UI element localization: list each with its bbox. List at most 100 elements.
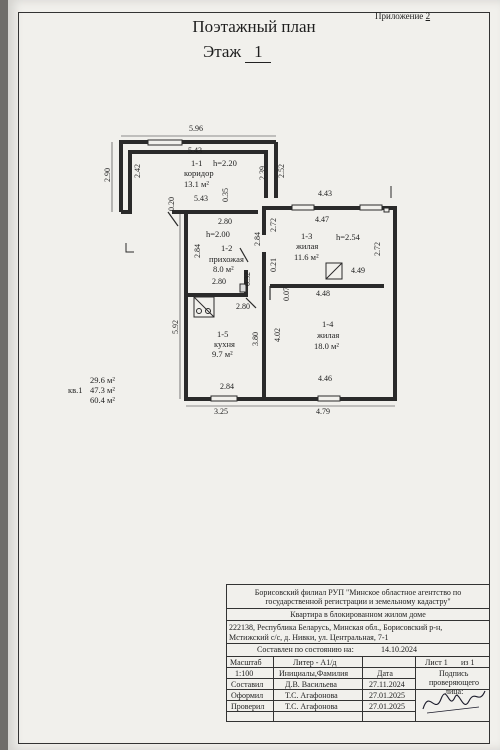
address-line-2: Мстижский с/с, д. Нивки, ул. Центральная… [229, 633, 389, 642]
stove-block [325, 262, 343, 280]
dim-380: 3.80 [251, 332, 260, 346]
col-divider [273, 656, 274, 721]
dim-443: 4.43 [318, 189, 332, 198]
total-area-2: 47.3 м² [90, 385, 115, 395]
room-1-5-area: 9.7 м² [212, 349, 233, 359]
row-divider [227, 678, 415, 679]
dim-543-top: 5.43 [188, 146, 202, 155]
dim-596: 5.96 [189, 124, 203, 133]
page-frame [18, 12, 490, 744]
floor-plan: 5.96 5.43 5.43 2.90 2.42 2.39 2.52 0.20 … [68, 124, 397, 416]
dimension-lines [111, 135, 395, 407]
appendix-text: Приложение [375, 11, 424, 21]
room-1-3-height: h=2.54 [336, 232, 361, 242]
name-checked: Т.С. Агафонова [285, 702, 338, 711]
appendix-label: Приложение 2 [375, 11, 430, 21]
wall-corridor-inner [121, 150, 268, 214]
room-1-2-area: 8.0 м² [213, 264, 234, 274]
row-divider [227, 643, 489, 644]
role-compiled: Составил [231, 680, 264, 689]
signature-label: Подпись [439, 669, 469, 678]
dim-280-b: 2.80 [212, 277, 226, 286]
role-formatted: Оформил [231, 691, 264, 700]
row-divider [227, 608, 489, 609]
title-block: Борисовский филиал РУП "Минское областно… [226, 584, 490, 722]
row-divider [227, 689, 489, 690]
dim-035: 0.35 [221, 188, 230, 202]
floor-number: 1 [245, 42, 272, 63]
door-2 [239, 247, 249, 263]
window-4 [210, 395, 238, 402]
row-divider [227, 620, 489, 621]
room-1-5-number: 1-5 [217, 329, 228, 339]
dim-449: 4.49 [351, 266, 365, 275]
room-1-5-name: кухня [214, 339, 235, 349]
date-label: Дата [377, 669, 393, 678]
signature-label-2: проверяющего [429, 678, 480, 687]
window-2 [291, 204, 315, 211]
dim-447: 4.47 [315, 215, 329, 224]
scale-value: 1:100 [235, 669, 254, 678]
row-divider [227, 656, 489, 657]
burner-2 [205, 308, 211, 314]
row-divider [227, 667, 415, 668]
kitchen-stove [193, 296, 215, 318]
dim-242: 2.42 [133, 164, 142, 178]
date-checked: 27.01.2025 [369, 702, 405, 711]
room-1-2-name: прихожая [209, 254, 244, 264]
total-area-1: 29.6 м² [90, 375, 115, 385]
col-divider [415, 656, 416, 721]
dim-021: 0.21 [269, 258, 278, 272]
dim-284-a: 2.84 [193, 244, 202, 258]
dim-284-c: 2.84 [220, 382, 234, 391]
liter-label: Литер - А1/д [293, 658, 337, 667]
window-6 [383, 207, 390, 213]
initials-label: Инициалы,Фамилия [279, 669, 349, 678]
dim-020: 0.20 [167, 197, 176, 211]
date-compiled: 27.11.2024 [369, 680, 405, 689]
windows [147, 139, 390, 402]
dim-446: 4.46 [318, 374, 332, 383]
row-divider [415, 667, 489, 668]
address-line-1: 222138, Республика Беларусь, Минская обл… [229, 623, 443, 632]
outer-wall-fragment [125, 243, 134, 253]
door-4 [245, 297, 257, 309]
column-block [239, 283, 247, 293]
scale-label: Масштаб [230, 658, 262, 667]
dim-402: 4.02 [273, 328, 282, 342]
signature [422, 690, 486, 714]
composed-date: 14.10.2024 [381, 645, 417, 654]
dim-272-a: 2.72 [269, 218, 278, 232]
room-1-3-area: 11.6 м² [294, 252, 319, 262]
signature-stroke [422, 690, 486, 710]
appendix-number: 2 [425, 11, 431, 21]
composed-label: Составлен по состоянию на: [257, 645, 354, 654]
dim-284-b: 2.84 [253, 232, 262, 246]
wall-corridor-outer [119, 140, 276, 212]
area-totals: 29.6 м² кв.1 47.3 м² 60.4 м² [68, 375, 115, 405]
dim-325: 3.25 [214, 407, 228, 416]
row-divider [227, 700, 415, 701]
burner-1 [196, 308, 202, 314]
signature-underline [426, 706, 480, 714]
dim-280-c: 2.80 [236, 302, 250, 311]
room-1-4-area: 18.0 м² [314, 341, 339, 351]
dim-007: 0.07 [282, 287, 291, 301]
dim-543-bottom: 5.43 [194, 194, 208, 203]
signature-label-3: лица: [445, 687, 464, 696]
dim-032: 0.32 [243, 272, 252, 286]
date-formatted: 27.01.2025 [369, 691, 405, 700]
dimension-labels: 5.96 5.43 5.43 2.90 2.42 2.39 2.52 0.20 … [103, 124, 382, 416]
dim-280-a: 2.80 [218, 217, 232, 226]
room-1-3-name: жилая [295, 241, 318, 251]
dim-239: 2.39 [258, 166, 267, 180]
room-1-4-name: жилая [316, 330, 339, 340]
sheet-number: Лист 1 [425, 658, 448, 667]
room-1-2-number: 1-2 [221, 243, 232, 253]
window-3 [359, 204, 383, 211]
doors [167, 211, 271, 309]
wall-living-block [184, 206, 397, 401]
window-5 [317, 395, 341, 402]
dim-290: 2.90 [103, 168, 112, 182]
dim-272-b: 2.72 [373, 242, 382, 256]
